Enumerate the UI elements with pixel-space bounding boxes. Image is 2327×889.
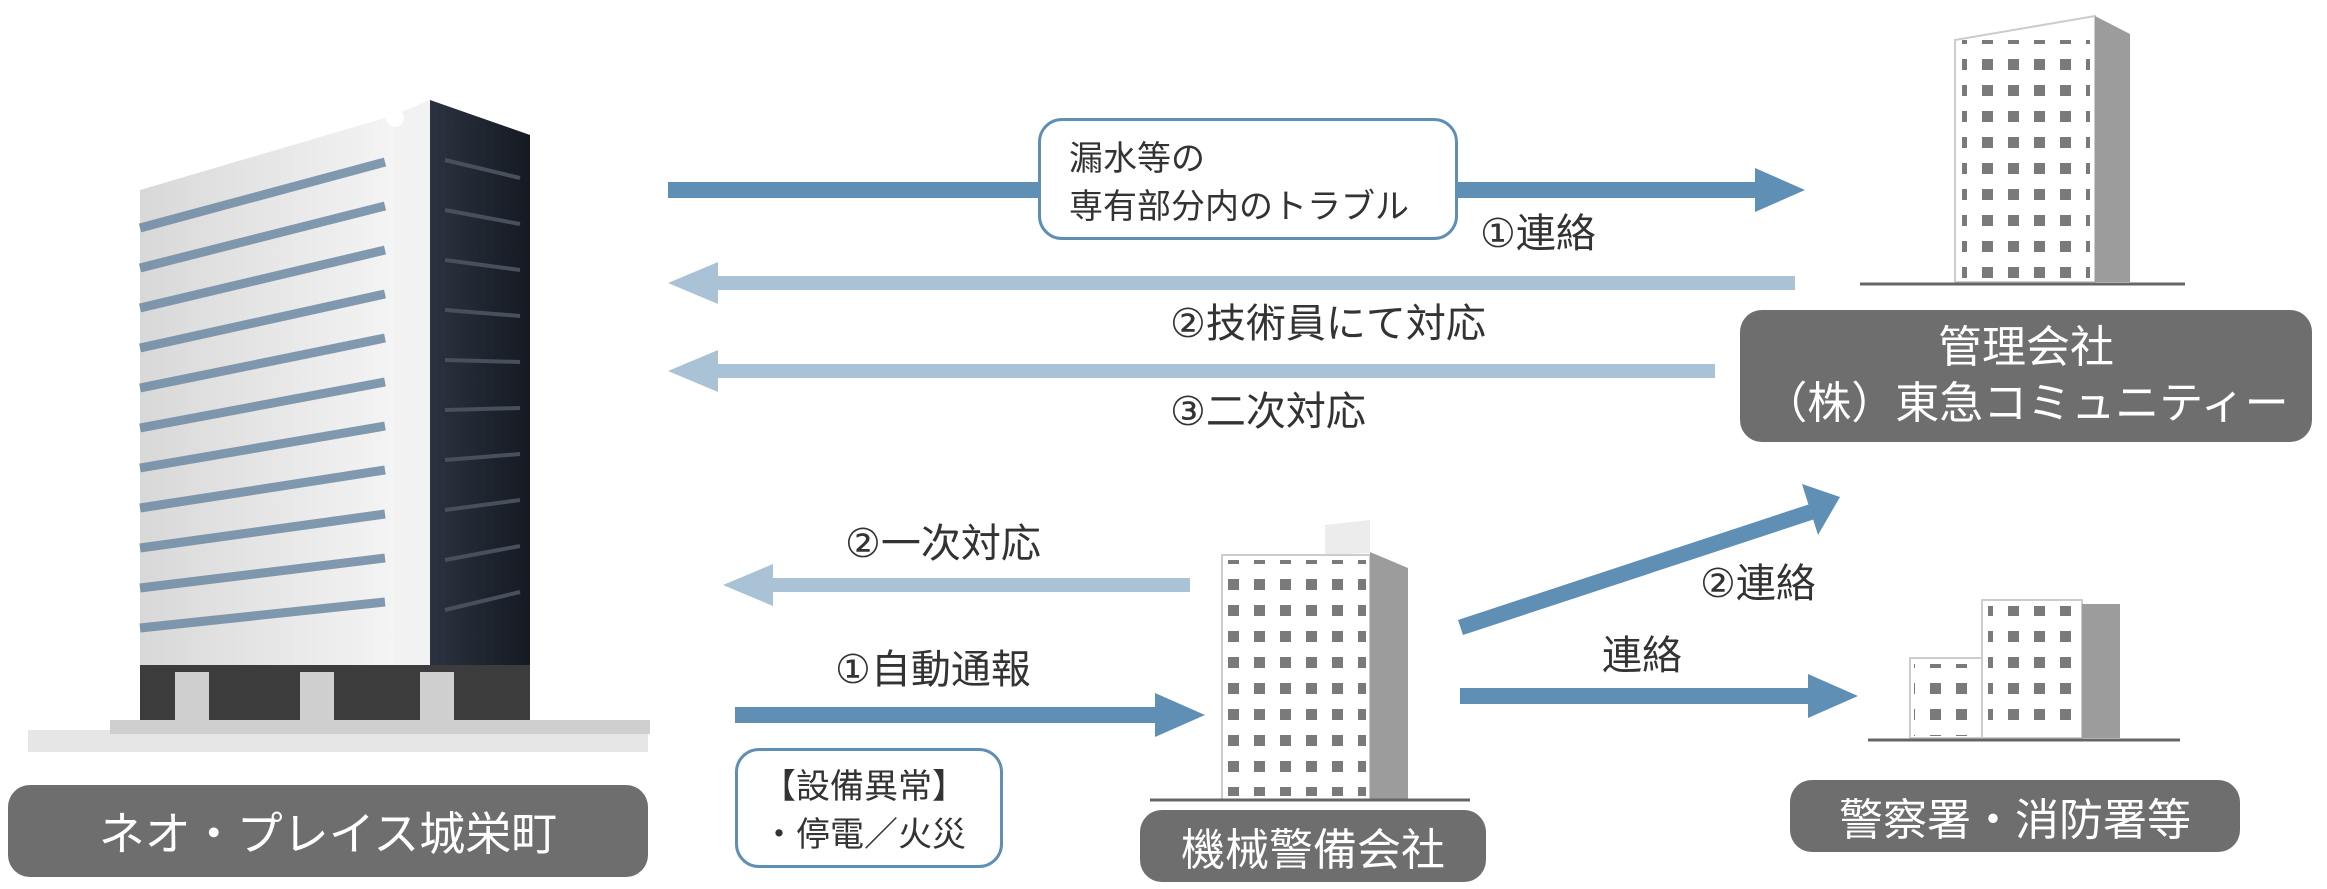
label-sec-primary: ②一次対応 [845,521,1041,567]
security-company-name: 機械警備会社 [1181,825,1445,876]
management-company-line1: 管理会社 [1938,322,2114,373]
equipment-note-line1: 【設備異常】 [762,767,966,807]
security-company-badge: 機械警備会社 [1140,810,1486,882]
trouble-note-line2: 専有部分内のトラブル [1069,187,1409,227]
label-sec-to-mgmt: ②連絡 [1700,561,1816,607]
label-sec-auto-report: ①自動通報 [835,647,1031,693]
police-building-illustration [1868,599,2180,742]
residence-name-badge: ネオ・プレイス城栄町 [8,785,648,877]
arrow-security-to-management [1458,484,1840,635]
label-mgmt-technician: ②技術員にて対応 [1170,301,1486,347]
residence-building-illustration [28,100,650,752]
arrow-security-to-police [1460,674,1858,718]
trouble-note-line1: 漏水等の [1069,139,1205,179]
label-mgmt-contact: ①連絡 [1480,211,1596,257]
security-building-illustration [1150,520,1470,802]
police-fire-badge: 警察署・消防署等 [1790,780,2240,852]
management-building-illustration [1860,14,2185,286]
management-company-line2: （株）東急コミュニティー [1763,378,2289,429]
equipment-note-line2: ・停電／火災 [762,815,966,855]
arrow-management-secondary [668,350,1715,392]
equipment-note: 【設備異常】 ・停電／火災 [735,748,1003,868]
label-sec-to-police: 連絡 [1602,633,1682,679]
management-company-badge: 管理会社 （株）東急コミュニティー [1740,310,2312,442]
trouble-note: 漏水等の 専有部分内のトラブル [1038,118,1458,240]
arrow-security-primary [723,564,1190,606]
label-mgmt-secondary: ③二次対応 [1170,389,1366,435]
arrow-management-technician [668,262,1795,304]
police-fire-name: 警察署・消防署等 [1839,795,2191,846]
residence-name: ネオ・プレイス城栄町 [98,807,558,861]
arrow-residence-to-security [735,693,1205,737]
